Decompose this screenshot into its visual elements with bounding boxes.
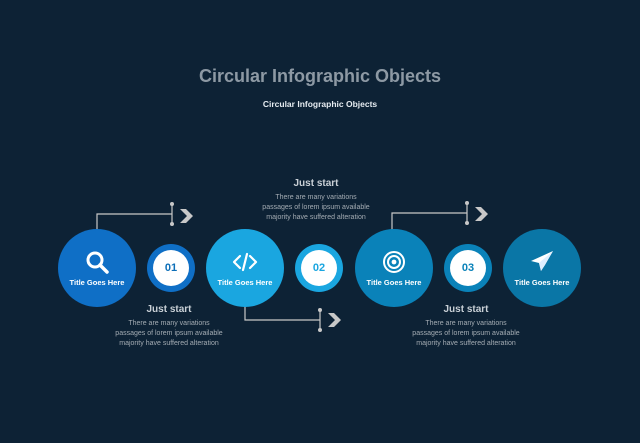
search-icon	[86, 251, 109, 274]
connector-dot	[318, 328, 322, 332]
chevron-right-icon	[475, 207, 488, 221]
paper-plane-icon	[531, 250, 553, 271]
step-number: 02	[301, 250, 337, 286]
text-block-heading: Just start	[443, 304, 489, 315]
text-block-1: Just start There are many variations pas…	[114, 304, 224, 349]
connector-dot	[465, 221, 469, 225]
chevron-right-icon	[328, 313, 341, 327]
chevron-right-icon	[180, 209, 193, 223]
text-block-body: There are many variations passages of lo…	[115, 320, 223, 347]
step-label: Title Goes Here	[217, 277, 273, 287]
step-circle-2: Title Goes Here	[206, 229, 284, 307]
connector-dot	[170, 222, 174, 226]
number-ring-3: 03	[444, 244, 492, 292]
target-icon	[383, 250, 405, 273]
step-circle-1: Title Goes Here	[58, 229, 136, 307]
text-block-3: Just start There are many variations pas…	[411, 304, 521, 349]
step-circle-4: Title Goes Here	[503, 229, 581, 307]
connector-top-3	[391, 203, 468, 232]
step-label: Title Goes Here	[69, 277, 125, 287]
text-block-2: Just start There are many variations pas…	[261, 178, 371, 223]
number-ring-1: 01	[147, 244, 195, 292]
page-subtitle: Circular Infographic Objects	[262, 99, 378, 109]
number-ring-2: 02	[295, 244, 343, 292]
text-block-heading: Just start	[293, 178, 339, 189]
step-number: 01	[153, 250, 189, 286]
connector-bottom-2	[244, 306, 321, 330]
step-label: Title Goes Here	[514, 277, 570, 287]
text-block-heading: Just start	[146, 304, 192, 315]
text-block-body: There are many variations passages of lo…	[412, 320, 520, 347]
connector-top-1	[96, 204, 173, 232]
step-label: Title Goes Here	[366, 277, 422, 287]
code-icon	[232, 252, 258, 271]
text-block-body: There are many variations passages of lo…	[262, 194, 370, 221]
connector-dot	[318, 308, 322, 312]
step-circle-3: Title Goes Here	[355, 229, 433, 307]
connector-dot	[170, 202, 174, 206]
step-number: 03	[450, 250, 486, 286]
page-title: Circular Infographic Objects	[198, 66, 442, 86]
connector-dot	[465, 201, 469, 205]
